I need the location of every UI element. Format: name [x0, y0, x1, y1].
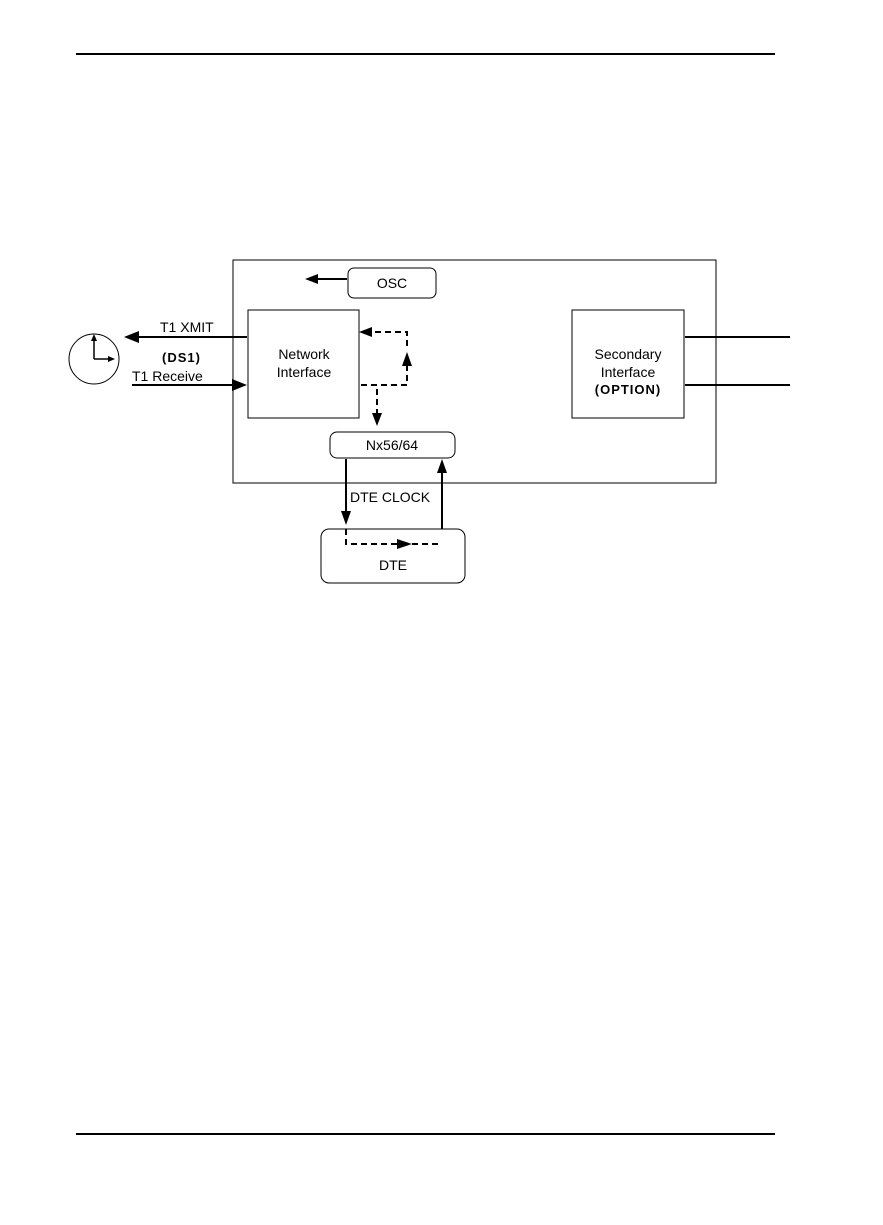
nx-to-dte-arrowhead: [341, 511, 351, 525]
network-interface-block: Network Interface: [248, 310, 359, 418]
clock-icon: [69, 334, 119, 384]
osc-block: OSC: [348, 268, 436, 298]
osc-label: OSC: [377, 275, 407, 291]
secondary-interface-option: (OPTION): [595, 382, 662, 397]
nx-label: Nx56/64: [366, 437, 418, 453]
secondary-interface-block: Secondary Interface (OPTION): [572, 310, 684, 418]
dte-label: DTE: [379, 557, 407, 573]
t1-xmit-label: T1 XMIT: [160, 319, 214, 335]
t1-xmit-arrowhead: [124, 331, 139, 343]
network-interface-line2: Interface: [277, 364, 332, 380]
nx-block: Nx56/64: [330, 432, 455, 458]
t1-receive-label: T1 Receive: [132, 368, 203, 384]
secondary-interface-line1: Secondary: [595, 346, 662, 362]
dte-block: DTE: [321, 529, 465, 583]
ds1-label: (DS1): [162, 350, 201, 365]
network-interface-line1: Network: [278, 346, 330, 362]
dte-clock-label: DTE CLOCK: [350, 489, 431, 505]
secondary-interface-line2: Interface: [601, 364, 656, 380]
